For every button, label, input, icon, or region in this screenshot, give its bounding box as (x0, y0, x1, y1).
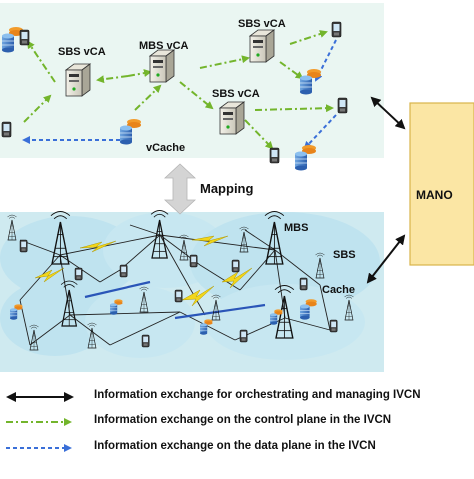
phone-icon (329, 319, 338, 333)
tower-icon (274, 285, 295, 339)
phone-icon (331, 21, 342, 38)
virtual-network-panel (0, 3, 384, 158)
phone-icon (141, 334, 150, 348)
tower-icon (29, 324, 39, 351)
cache-database-icon (120, 119, 141, 145)
cache-database-icons (2, 27, 321, 335)
phone-icon (1, 121, 12, 138)
cache-database-icon (2, 27, 23, 53)
label-vcache: vCache (146, 142, 186, 154)
label-mapping: Mapping (200, 181, 254, 196)
label-sbs-vca-mid-right: SBS vCA (212, 88, 260, 100)
tower-icon (264, 211, 285, 265)
legend-data-plane-text: Information exchange on the data plane i… (94, 440, 376, 452)
orchestration-links (366, 96, 406, 284)
phone-icon (239, 329, 248, 343)
tower-icon (211, 294, 221, 321)
server-icon (64, 63, 92, 97)
mapping-double-arrow-icon (163, 163, 197, 215)
backhaul-links (84, 280, 266, 320)
tower-icon (150, 210, 169, 259)
control-plane-links (23, 30, 334, 150)
cache-database-icon (270, 309, 283, 325)
label-sbs-vca-top-left: SBS vCA (58, 46, 106, 58)
phone-icon (74, 267, 83, 281)
cache-database-icon (300, 299, 317, 320)
phone-icon (119, 264, 128, 278)
tower-icons (7, 210, 354, 351)
wireless-bolt-icon (34, 235, 253, 307)
label-mano: MANO (416, 188, 453, 202)
cache-database-icon (295, 145, 316, 171)
tower-icon (60, 280, 78, 327)
legend-control-plane-text: Information exchange on the control plan… (94, 414, 392, 426)
label-mbs: MBS (284, 222, 309, 234)
mano-box (409, 102, 474, 266)
tower-icon (239, 226, 249, 253)
legend-symbols (6, 392, 74, 452)
tower-icon (50, 211, 71, 265)
label-sbs: SBS (333, 249, 356, 261)
tower-icon (315, 252, 325, 279)
cache-database-icon (200, 319, 213, 335)
phone-icon (174, 289, 183, 303)
tower-icon (139, 286, 149, 313)
tower-icon (87, 322, 97, 349)
label-cache: Cache (322, 284, 356, 296)
label-sbs-vca-top-right: SBS vCA (238, 18, 286, 30)
tower-icon (344, 294, 354, 321)
phone-icon (299, 277, 308, 291)
server-icon (148, 49, 176, 83)
phone-icon (231, 259, 240, 273)
cache-database-icon (300, 69, 321, 95)
cache-database-icon (10, 304, 23, 320)
server-icons (64, 29, 276, 135)
server-icon (218, 101, 246, 135)
phone-icon (189, 254, 198, 268)
phone-icon (269, 147, 280, 164)
phone-icon (337, 97, 348, 114)
legend-orchestration-text: Information exchange for orchestrating a… (94, 389, 421, 401)
phone-icon (19, 239, 28, 253)
phone-icon (19, 29, 30, 46)
tower-icon (7, 214, 17, 241)
cache-database-icon (110, 299, 123, 315)
label-mbs-vca: MBS vCA (139, 40, 189, 52)
phone-icons (1, 21, 348, 348)
server-icon (248, 29, 276, 63)
tower-icon (179, 234, 189, 261)
